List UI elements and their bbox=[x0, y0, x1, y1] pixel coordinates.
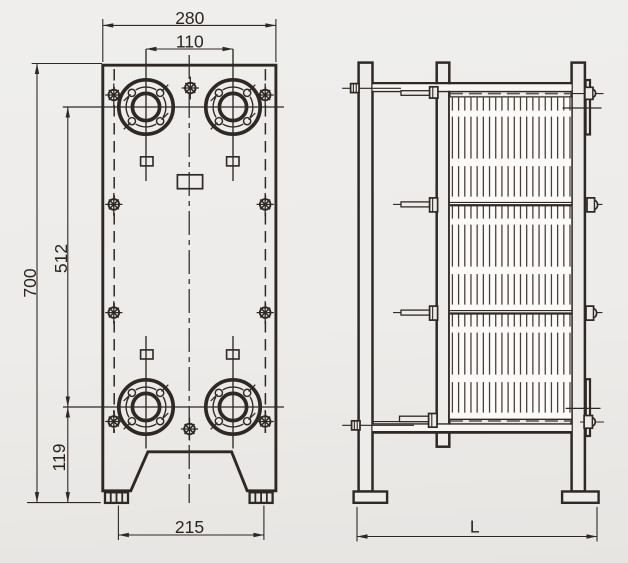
svg-text:119: 119 bbox=[49, 444, 69, 472]
svg-text:700: 700 bbox=[20, 268, 40, 297]
svg-text:L: L bbox=[470, 517, 480, 537]
svg-text:280: 280 bbox=[175, 8, 204, 28]
svg-text:215: 215 bbox=[175, 517, 204, 537]
svg-text:512: 512 bbox=[51, 244, 71, 273]
svg-text:110: 110 bbox=[176, 31, 204, 51]
